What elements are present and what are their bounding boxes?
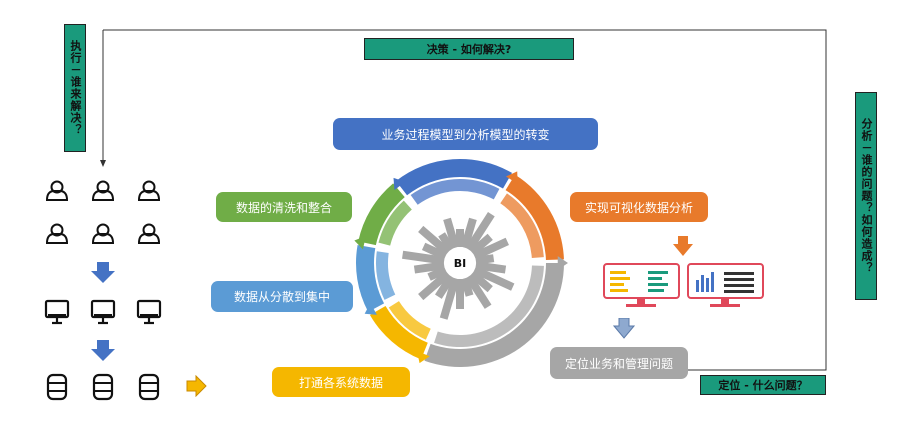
user-icon	[92, 180, 114, 201]
cleaning-text: 数据的清洗和整合	[235, 200, 332, 215]
monitor-icon	[136, 299, 162, 325]
ring-notch	[506, 171, 518, 184]
dashboard-chart-icon	[687, 263, 764, 307]
sunburst-bar	[418, 225, 451, 256]
down-arrow-icon	[613, 318, 635, 339]
sunburst-bar	[435, 274, 455, 299]
ring-segment-blue	[395, 159, 512, 196]
ring-segment-lightblue	[356, 244, 385, 312]
analyze-label-text: 分析－谁的问题？如何造成？	[860, 118, 873, 274]
ring-segments	[354, 159, 568, 367]
decide-label-text: 决策 - 如何解决?	[426, 43, 512, 56]
ring-segment-green	[358, 183, 405, 246]
business-to-analysis-text: 业务过程模型到分析模型的转变	[381, 127, 550, 142]
ring-segment-orange	[505, 174, 564, 260]
database-icon	[92, 373, 114, 401]
decide-label: 决策 - 如何解决?	[364, 38, 574, 60]
connect-systems-text: 打通各系统数据	[298, 375, 383, 390]
center-circle	[445, 248, 475, 278]
database-icon	[138, 373, 160, 401]
business-to-analysis-box: 业务过程模型到分析模型的转变	[333, 118, 598, 150]
center-sunburst	[402, 212, 515, 320]
ring-notch	[417, 351, 430, 364]
dashboard-list-icon	[603, 263, 680, 307]
user-icon	[46, 180, 68, 201]
database-group	[46, 373, 160, 401]
ring-segment-yellow-inner	[388, 301, 431, 340]
bi-ring-diagram: BI	[354, 159, 568, 367]
position-problems-text: 定位业务和管理问题	[564, 356, 673, 371]
ring-segment-blue-inner	[410, 179, 500, 205]
monitor-group	[44, 299, 162, 325]
sunburst-bar	[438, 232, 455, 252]
locate-label: 定位 - 什么问题？	[700, 375, 826, 395]
monitor-icon	[90, 299, 116, 325]
sunburst-bar	[472, 237, 509, 260]
sunburst-bar	[427, 266, 448, 281]
scatter-to-central-text: 数据从分散到集中	[233, 290, 330, 304]
sunburst-bar	[456, 279, 464, 309]
ring-segment-yellow	[369, 306, 428, 360]
visualization-box: 实现可视化数据分析	[570, 192, 708, 222]
sunburst-bar	[421, 242, 448, 260]
sunburst-bar	[456, 229, 464, 247]
ring-segment-lightblue-inner	[376, 251, 396, 300]
monitor-icon	[44, 299, 70, 325]
down-arrow-icon	[673, 236, 693, 256]
ring-segment-orange-inner	[500, 193, 544, 258]
ring-notch	[364, 302, 377, 315]
sunburst-bar	[475, 261, 507, 274]
ring-segment-gray	[424, 263, 564, 367]
analyze-label: 分析－谁的问题？如何造成？	[855, 92, 877, 300]
connect-systems-box: 打通各系统数据	[272, 367, 410, 397]
sunburst-bar	[460, 217, 477, 249]
dashboard-monitors	[603, 263, 764, 307]
user-icon	[138, 180, 160, 201]
scatter-to-central-box: 数据从分散到集中	[211, 281, 353, 312]
sunburst-bar	[472, 266, 515, 291]
locate-label-text: 定位 - 什么问题？	[718, 379, 808, 392]
sunburst-bar	[443, 217, 460, 249]
sunburst-bar	[418, 270, 451, 301]
user-icon	[92, 223, 114, 244]
sunburst-bar	[439, 277, 460, 320]
sunburst-bar	[469, 270, 493, 293]
sunburst-bar	[413, 261, 445, 274]
ring-segment-green-inner	[378, 200, 412, 246]
center-label: BI	[454, 257, 466, 270]
cleaning-box: 数据的清洗和整合	[216, 192, 352, 222]
user-icon	[138, 223, 160, 244]
ring-notch	[557, 256, 568, 270]
sunburst-bar	[469, 233, 493, 256]
sunburst-bar	[465, 274, 492, 309]
position-problems-box: 定位业务和管理问题	[550, 347, 688, 379]
ring-notch	[393, 177, 406, 191]
down-arrow-icon	[91, 340, 115, 361]
user-icon	[46, 223, 68, 244]
people-group	[46, 180, 160, 244]
sunburst-bar	[465, 212, 495, 252]
execute-label-text: 执行－谁来解决？	[69, 40, 82, 136]
ring-segment-gray-inner	[434, 265, 544, 347]
visualization-text: 实现可视化数据分析	[584, 200, 693, 215]
ring-notch	[354, 235, 366, 250]
execute-label: 执行－谁来解决？	[64, 24, 86, 152]
down-arrow-icon	[91, 262, 115, 283]
sunburst-bar	[402, 250, 445, 265]
right-arrow-icon	[186, 375, 207, 397]
database-icon	[46, 373, 68, 401]
